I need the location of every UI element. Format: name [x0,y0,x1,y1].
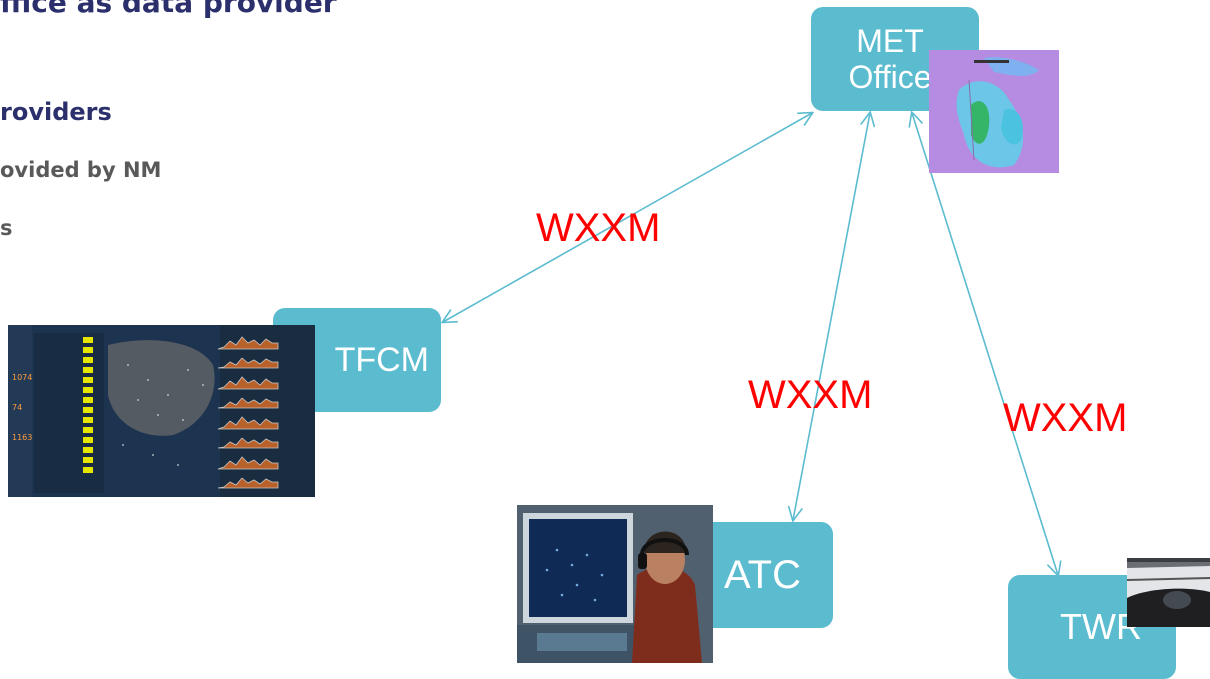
edge-label-met-atc: WXXM [748,373,873,417]
bullet-s: s [0,216,13,240]
bullet-provided-by-nm: ovided by NM [0,158,162,182]
svg-text:74: 74 [12,403,22,412]
edge-label-met-twr: WXXM [1003,396,1128,440]
tfcm-dashboard-image: 1074 74 1163 [8,325,315,497]
node-met-office-label: MET Office [848,23,932,95]
edge-met-tfcm [443,113,812,322]
edge-met-atc [793,113,870,520]
node-tfcm-label: TFCM [334,340,429,379]
svg-text:1074: 1074 [12,373,32,382]
atc-controller-photo [517,505,713,663]
tower-cab-photo [1127,558,1210,627]
bullet-providers: roviders [0,98,112,126]
svg-text:1163: 1163 [12,433,32,442]
weather-radar-image [929,50,1059,173]
edge-label-met-tfcm: WXXM [536,206,661,250]
node-atc-label: ATC [723,552,801,597]
slide-heading: ffice as data provider [0,0,337,19]
edge-met-twr [912,113,1058,575]
